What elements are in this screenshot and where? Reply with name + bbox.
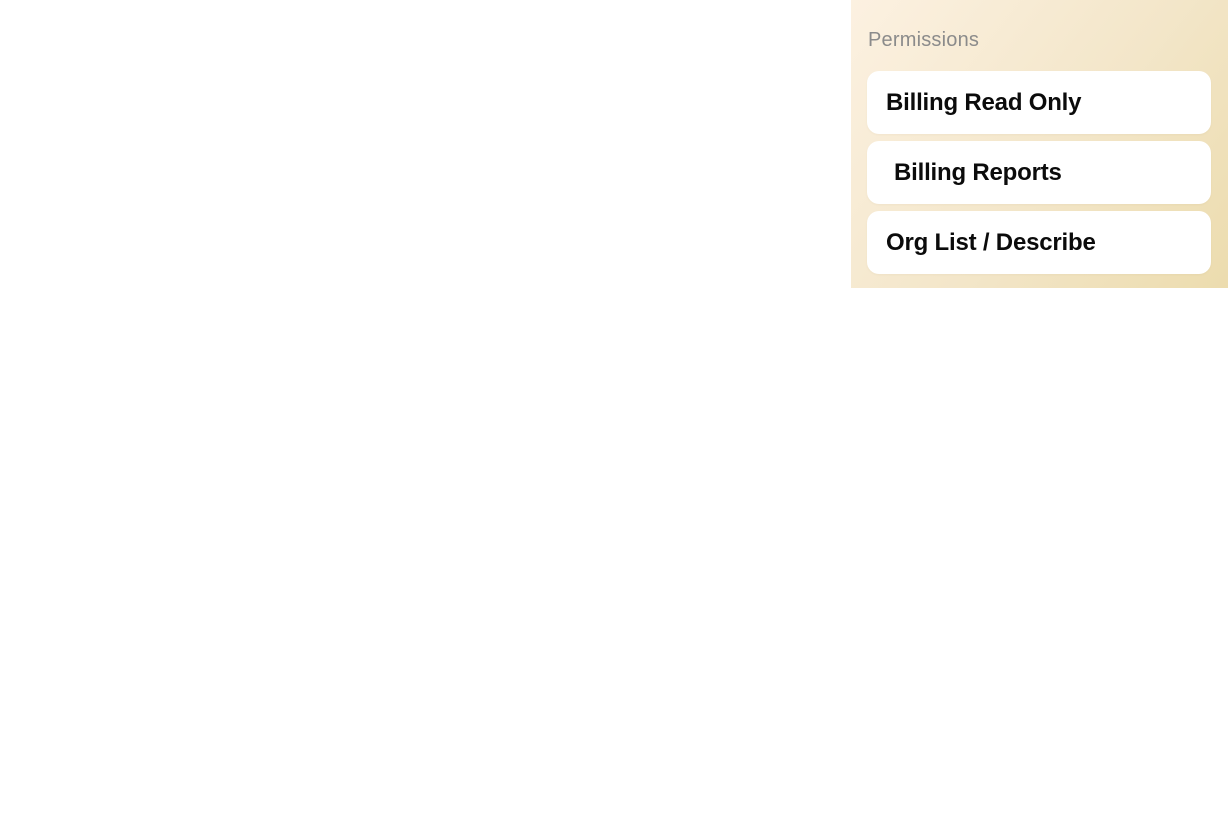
permissions-panel: Permissions Billing Read Only Billing Re… [851,0,1228,288]
permission-card-billing-read-only[interactable]: Billing Read Only [867,71,1211,134]
permission-card-org-list-describe[interactable]: Org List / Describe [867,211,1211,274]
permission-card-label: Org List / Describe [886,228,1096,256]
permission-card-billing-reports[interactable]: Billing Reports [867,141,1211,204]
permission-card-label: Billing Reports [894,158,1062,186]
permissions-panel-title: Permissions [868,29,980,51]
permission-card-label: Billing Read Only [886,88,1082,116]
